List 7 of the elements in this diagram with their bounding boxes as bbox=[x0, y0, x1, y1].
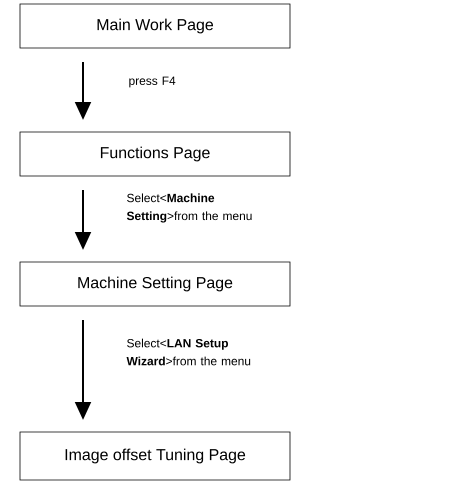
edge-label: Select<LAN Setup Wizard>from the menu bbox=[126, 338, 250, 366]
edge-label: Select<Machine Setting>from the menu bbox=[126, 193, 252, 223]
edge-label: press F4 bbox=[129, 76, 176, 88]
page-box: Image offset Tuning Page bbox=[20, 432, 290, 480]
page-box: Machine Setting Page bbox=[20, 262, 290, 306]
page-box: Functions Page bbox=[20, 132, 290, 176]
page-box: Main Work Page bbox=[20, 4, 290, 48]
